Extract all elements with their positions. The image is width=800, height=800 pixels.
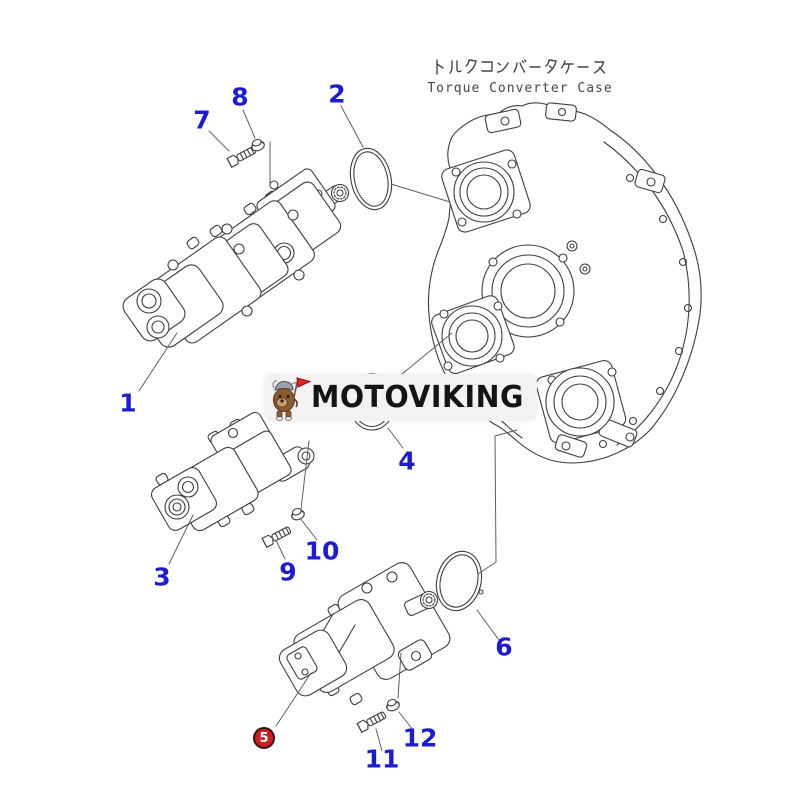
callout-8: 8 [231, 82, 249, 112]
callout-1: 1 [119, 388, 137, 418]
case-port-lower-left [431, 295, 515, 375]
torque-converter-case-drawing [427, 102, 702, 464]
pump1-splined-shaft [330, 183, 350, 203]
callout-12: 12 [402, 723, 438, 753]
diagram-title-english: Torque Converter Case [427, 81, 613, 96]
leader-lines [138, 105, 518, 752]
callout-11: 11 [364, 744, 400, 774]
case-rim-bolt-holes [598, 173, 693, 449]
callout-7: 7 [193, 105, 211, 135]
callout-10: 10 [304, 536, 340, 566]
bolt-11-drawing [356, 711, 387, 733]
pump5-splined-shaft [419, 590, 439, 610]
title-japanese-glyphs [436, 59, 606, 75]
case-small-bolt-holes [566, 240, 591, 275]
o-ring-6-drawing [435, 550, 484, 612]
callout-9: 9 [279, 557, 297, 587]
triple-gear-pump-drawing [122, 168, 350, 348]
brand-wordmark: MOTOVIKING [311, 380, 524, 415]
case-port-bottom [535, 360, 638, 458]
callout-5-highlighted-badge: 5 [253, 727, 275, 749]
nut-10-drawing [291, 507, 305, 521]
o-ring-2-drawing [349, 147, 393, 211]
nut-8-drawing [251, 138, 265, 152]
case-port-top-left [441, 149, 531, 233]
callout-3: 3 [153, 562, 171, 592]
case-port-middle [481, 244, 575, 338]
callout-2: 2 [328, 79, 346, 109]
case-top-mounting-tabs [484, 102, 666, 194]
single-gear-pump-drawing [278, 562, 451, 706]
callout-4: 4 [398, 446, 416, 476]
callout-5-label: 5 [259, 730, 269, 746]
callout-6: 6 [495, 632, 513, 662]
viking-dog-mascot-icon [272, 376, 312, 421]
double-gear-pump-drawing [150, 411, 315, 532]
watermark-banner: MOTOVIKING [264, 374, 537, 421]
bolt-9-drawing [261, 526, 292, 548]
nut-12-drawing [386, 698, 400, 712]
